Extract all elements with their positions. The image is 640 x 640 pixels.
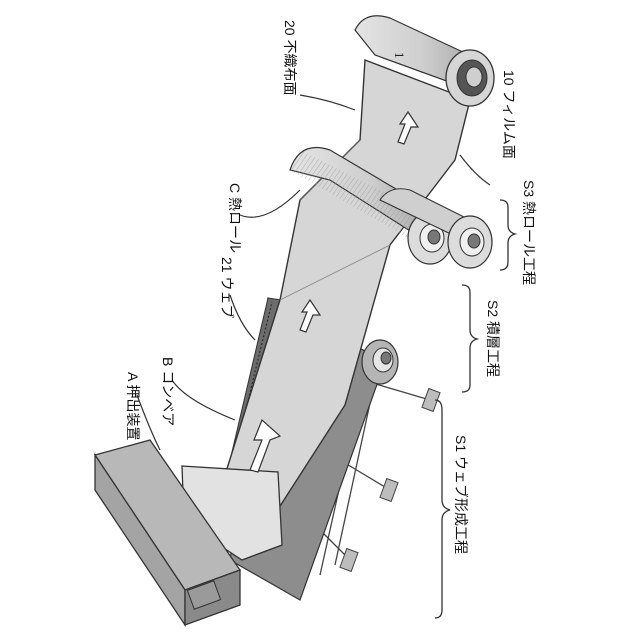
bracket-s2 (462, 285, 477, 392)
heat-roll-label: C 熱ロール (227, 183, 243, 253)
conveyor-label: B コンベア (160, 357, 176, 426)
step-s1-label: S1 ウェブ形成工程 (453, 435, 469, 554)
nonwoven-face-label: 20 不織布面 (282, 20, 298, 95)
step-s3-label: S3 熱ロール工程 (521, 180, 537, 285)
roll-number-label: 1 (392, 52, 407, 59)
extruder-label: A 押出装置 (125, 372, 141, 440)
bracket-s3 (500, 200, 515, 270)
film-face-label: 10 フィルム面 (501, 70, 517, 159)
conveyor-roller (362, 340, 398, 384)
bracket-s1 (435, 400, 450, 618)
step-s2-label: S2 積層工程 (485, 300, 501, 377)
web-label: 21 ウェブ (219, 257, 235, 318)
